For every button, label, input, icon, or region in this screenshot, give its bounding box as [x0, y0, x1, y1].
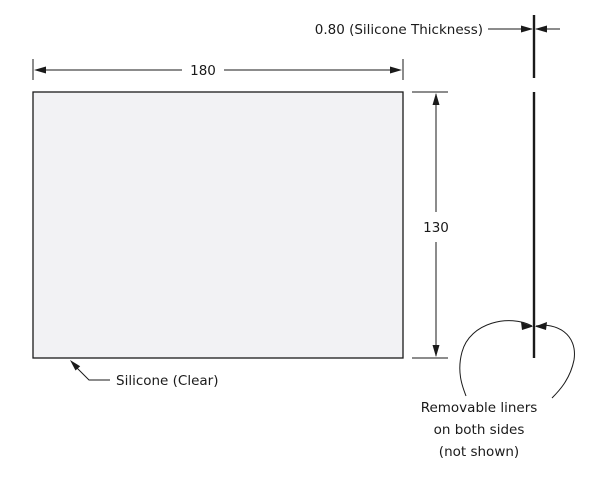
liners-arrow-left-icon: [521, 322, 533, 330]
width-dimension-value: 180: [190, 63, 216, 79]
liners-label-line-3: (not shown): [439, 444, 519, 460]
material-leader-arrow-icon: [70, 360, 81, 371]
thickness-arrow-left-icon: [535, 25, 547, 33]
material-callout: Silicone (Clear): [70, 360, 219, 389]
height-arrow-down-icon: [432, 345, 440, 357]
liners-leader-loop-left: [459, 320, 533, 397]
liners-label-line-1: Removable liners: [421, 400, 538, 416]
width-arrow-right-icon: [390, 66, 402, 74]
liners-label-line-2: on both sides: [434, 422, 525, 438]
thickness-dimension-value: 0.80 (Silicone Thickness): [315, 22, 483, 38]
height-dimension-value: 130: [423, 220, 449, 236]
width-dimension: 180: [32, 59, 404, 80]
material-label: Silicone (Clear): [116, 373, 219, 389]
liners-callout: Removable liners on both sides (not show…: [421, 320, 575, 460]
silicone-sheet-front-view: [32, 91, 404, 359]
material-leader-line: [76, 367, 110, 381]
thickness-arrow-right-icon: [521, 25, 533, 33]
height-arrow-up-icon: [432, 93, 440, 105]
liners-arrow-right-icon: [535, 322, 547, 330]
width-arrow-left-icon: [34, 66, 46, 74]
height-dimension: 130: [412, 91, 449, 359]
liners-leader-loop-right: [535, 324, 575, 399]
thickness-side-view: 0.80 (Silicone Thickness): [315, 15, 560, 358]
